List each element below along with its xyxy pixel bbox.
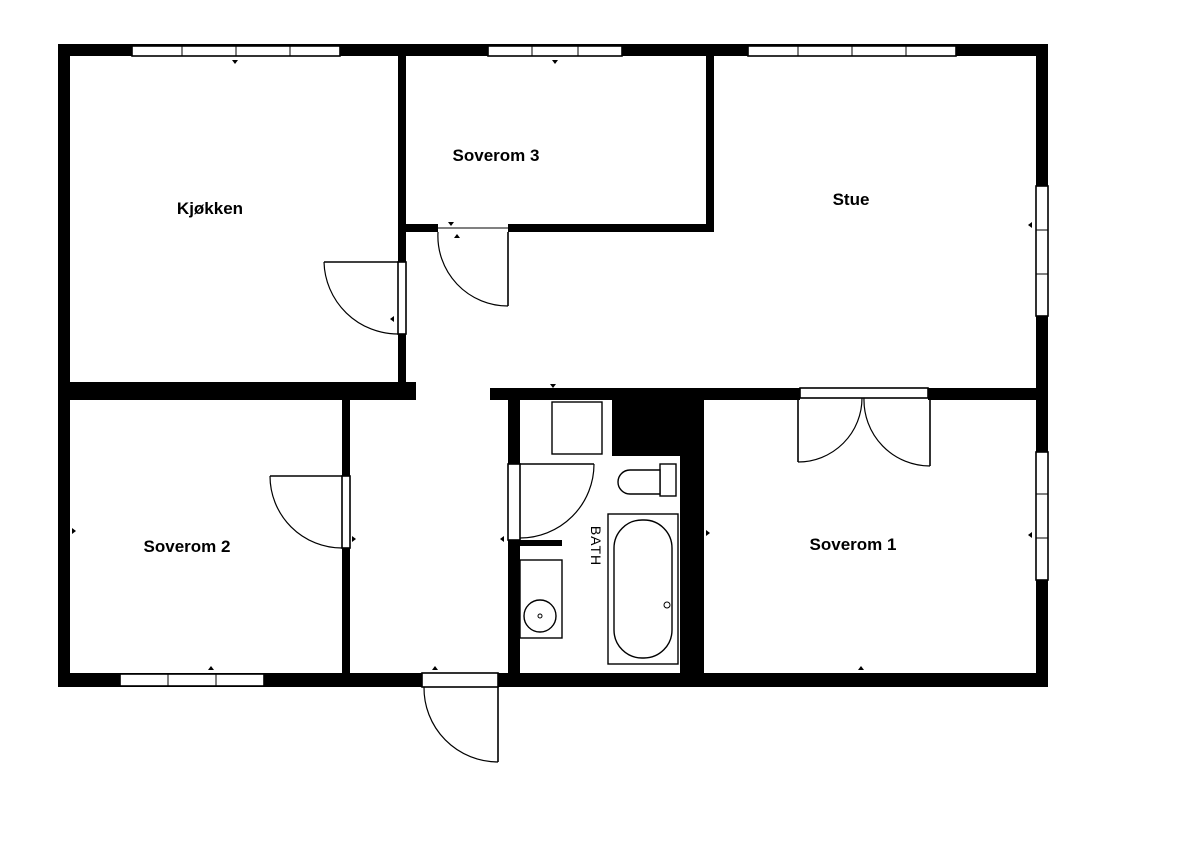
wall-shaft	[612, 400, 682, 456]
marker-15	[390, 316, 394, 322]
washer-icon	[551, 401, 603, 455]
wall-living-south-left	[490, 388, 800, 400]
outer-wall-bottom-right	[498, 673, 1048, 687]
marker-12	[208, 666, 214, 670]
marker-13	[858, 666, 864, 670]
window-top-kitchen	[131, 45, 341, 57]
marker-5	[550, 384, 556, 388]
wall-bath-west-lower	[508, 540, 520, 673]
door-bedroom2	[269, 475, 351, 549]
marker-11	[706, 530, 710, 536]
wall-bedroom3-south-right	[508, 224, 714, 232]
wall-bath-west-upper	[508, 400, 520, 464]
windows	[119, 45, 1049, 687]
toilet-icon	[617, 463, 677, 497]
wall-bedroom2-east-upper	[342, 400, 350, 476]
window-top-living	[747, 45, 957, 57]
marker-10	[500, 536, 504, 542]
room-label-bedroom2: Soverom 2	[144, 537, 231, 556]
bath-fixtures	[519, 401, 679, 665]
room-label-bedroom1: Soverom 1	[810, 535, 897, 554]
marker-3	[448, 222, 454, 226]
marker-1	[232, 60, 238, 64]
wall-kitchen-east-lower	[398, 334, 406, 390]
marker-8	[72, 528, 76, 534]
room-label-living: Stue	[833, 190, 870, 209]
room-labels: Kjøkken Soverom 3 Stue Soverom 2 Soverom…	[144, 146, 897, 566]
marker-2	[552, 60, 558, 64]
doors	[269, 227, 931, 763]
wall-bedroom3-south-left	[404, 224, 438, 232]
wall-bath-east	[680, 400, 704, 673]
door-bedroom1	[797, 387, 931, 467]
window-right-living	[1035, 185, 1049, 317]
window-bottom-bedroom2	[119, 673, 265, 687]
bathtub-icon	[607, 513, 679, 665]
room-label-bath: BATH	[588, 526, 604, 566]
window-right-bedroom1	[1035, 451, 1049, 581]
wall-bedroom3-east	[706, 56, 714, 232]
marker-4	[454, 234, 460, 238]
door-bath	[507, 463, 595, 541]
markers	[72, 60, 1032, 670]
wall-bath-partition	[520, 540, 562, 546]
door-kitchen	[323, 261, 407, 335]
door-bedroom3	[437, 227, 509, 307]
wall-living-south-right	[928, 388, 1048, 400]
sink-icon	[519, 559, 563, 639]
marker-6	[1028, 222, 1032, 228]
outer-wall-left	[58, 44, 70, 687]
wall-kitchen-east-upper	[398, 56, 406, 262]
outer-wall-right	[1036, 44, 1048, 687]
marker-14	[432, 666, 438, 670]
marker-7	[1028, 532, 1032, 538]
room-label-kitchen: Kjøkken	[177, 199, 243, 218]
wall-kitchen-south	[70, 382, 416, 400]
marker-9	[352, 536, 356, 542]
interior-walls	[70, 56, 1048, 673]
wall-bedroom2-east-lower	[342, 548, 350, 673]
room-label-bedroom3: Soverom 3	[453, 146, 540, 165]
window-top-bedroom3	[487, 45, 623, 57]
door-entrance	[421, 672, 499, 763]
